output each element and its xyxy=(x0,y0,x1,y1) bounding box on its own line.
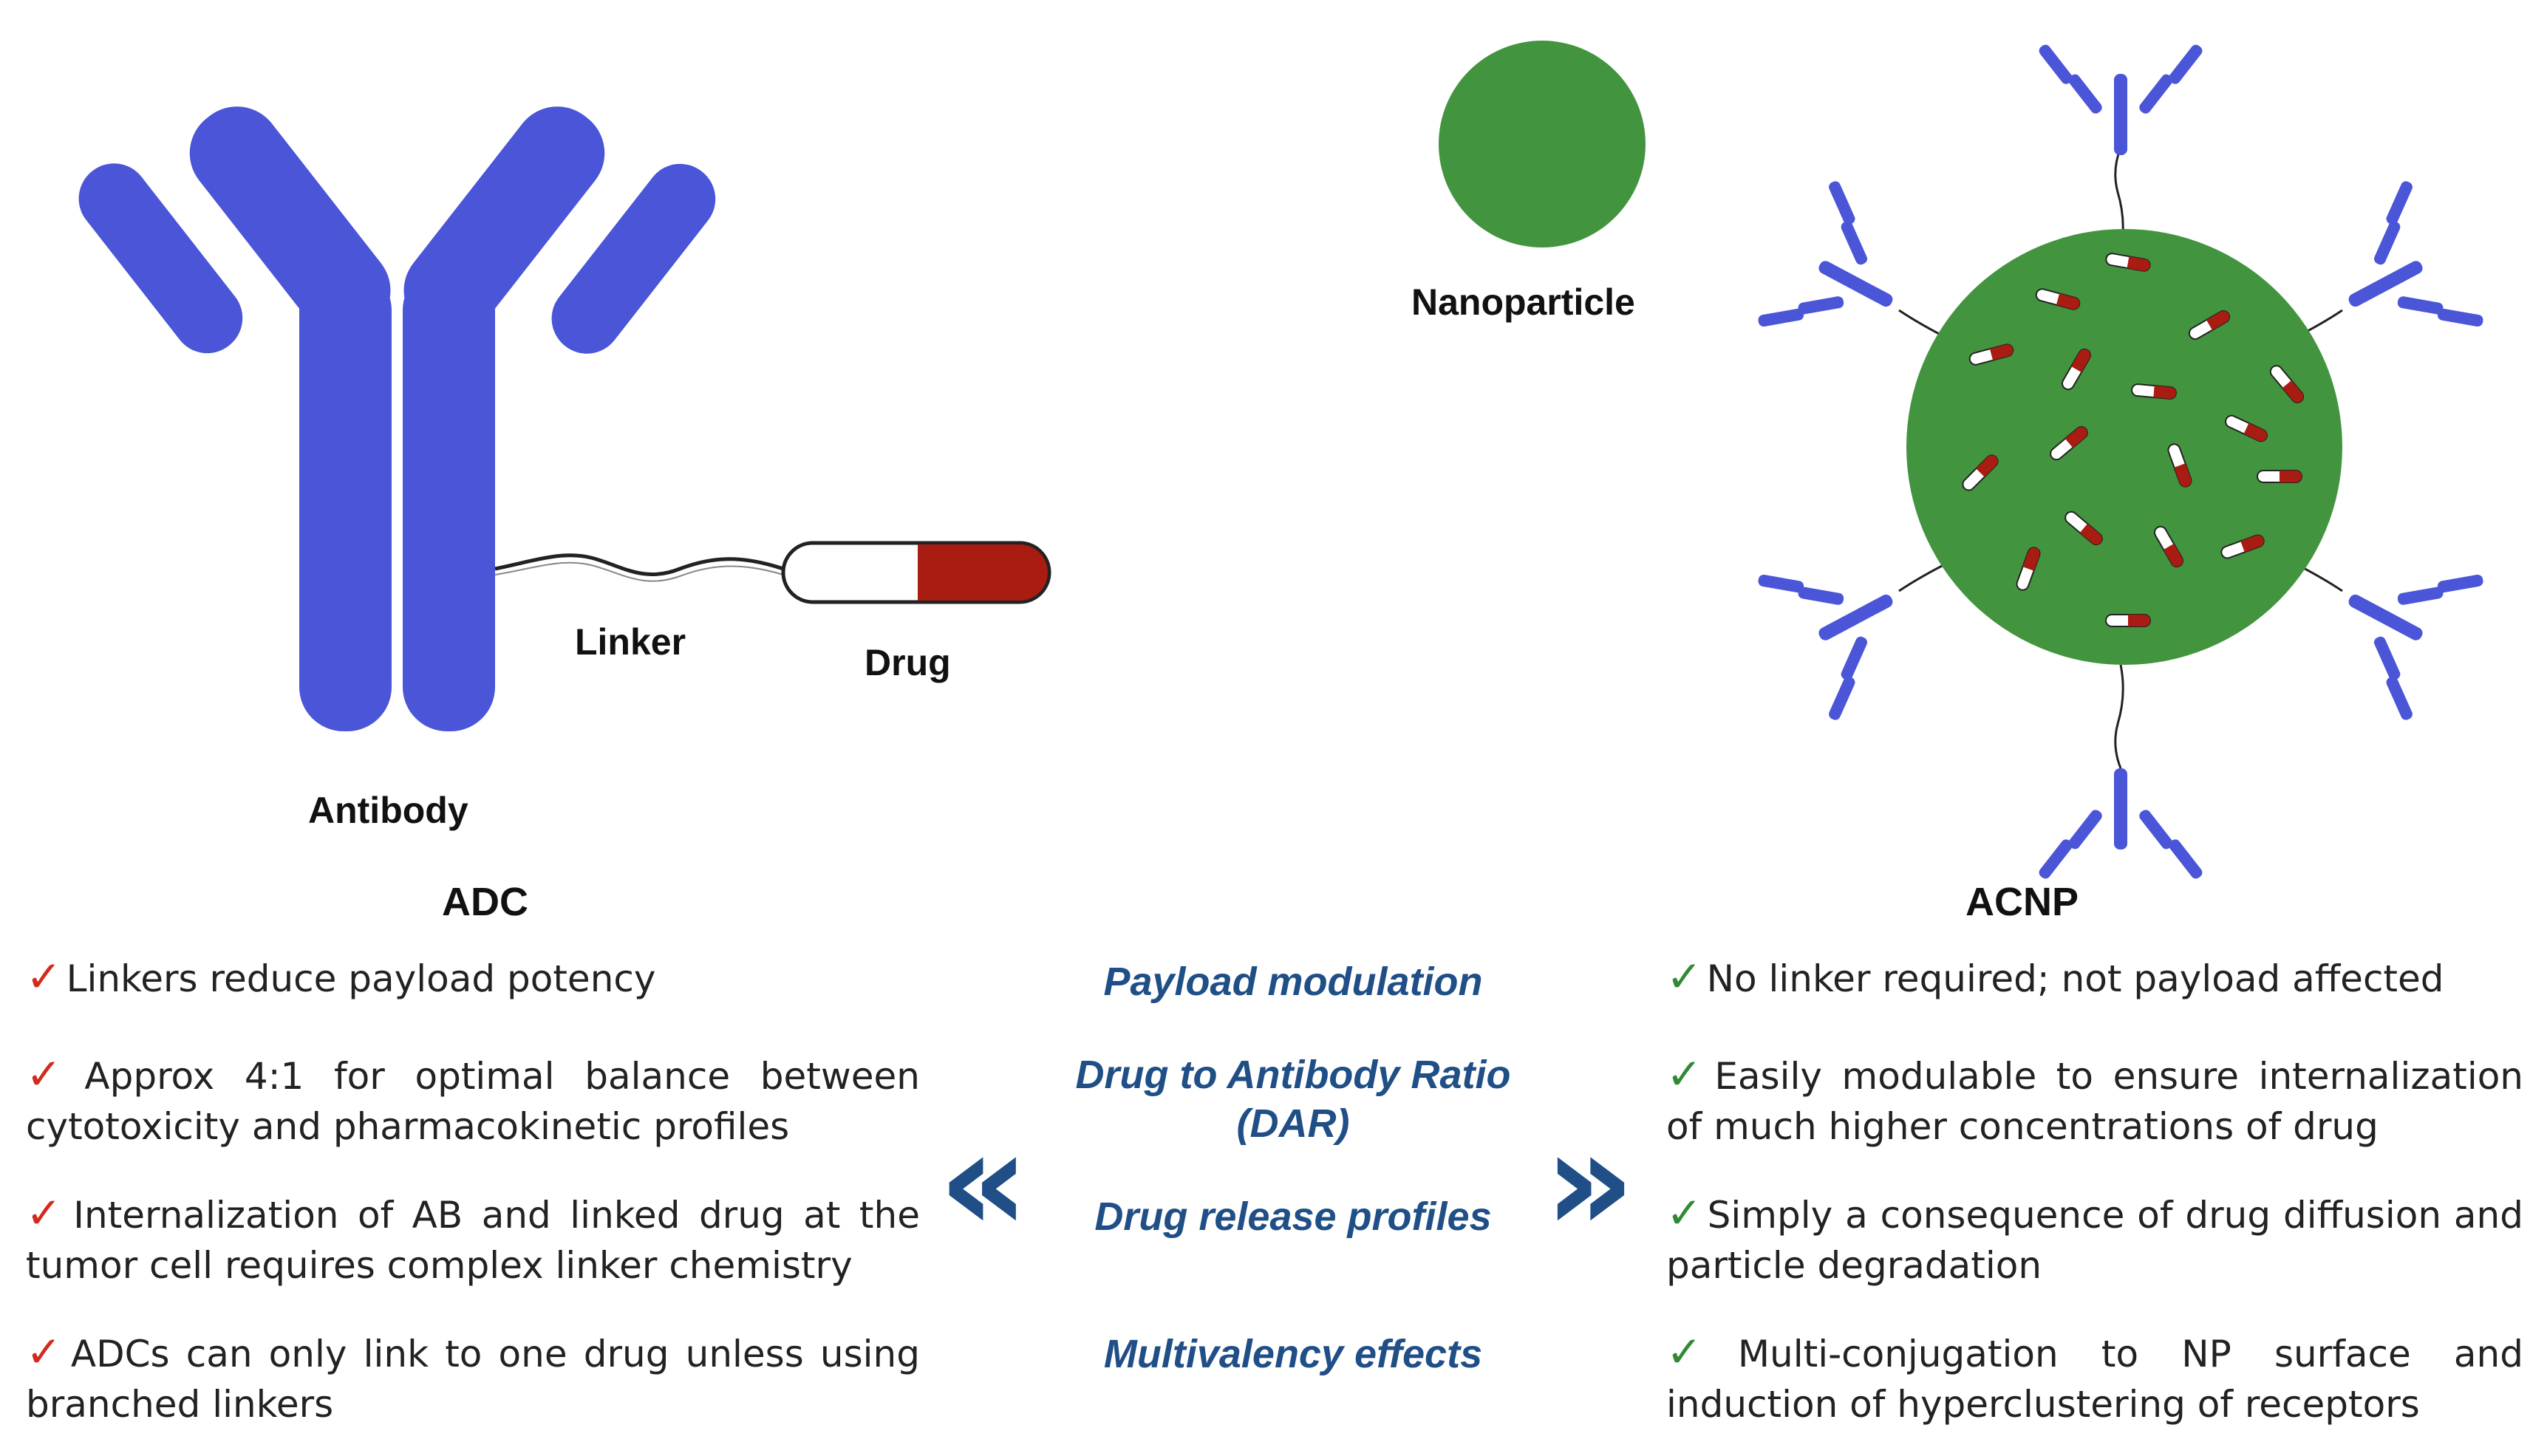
right-double-chevron-icon: » xyxy=(1544,1100,1635,1263)
nanoparticle-circle xyxy=(1439,41,1646,247)
acnp-shape xyxy=(1753,42,2489,881)
linker-line xyxy=(494,553,784,576)
comparison-payload-modulation: Payload modulation xyxy=(1103,960,1483,1004)
acnp-item-2: ✓Easily modulable to ensure internalizat… xyxy=(1666,1049,2523,1148)
red-check-icon: ✓ xyxy=(26,1049,81,1099)
adc-item-3: ✓Internalization of AB and linked drug a… xyxy=(26,1188,920,1287)
drug-capsule xyxy=(781,541,1051,604)
adc-title: ADC xyxy=(442,880,528,924)
acnp-title: ACNP xyxy=(1965,880,2079,924)
acnp-item-3: ✓Simply a consequence of drug diffusion … xyxy=(1666,1188,2523,1287)
antibody-label: Antibody xyxy=(308,790,468,831)
left-double-chevron-icon: « xyxy=(938,1100,1029,1263)
red-check-icon: ✓ xyxy=(26,951,62,1002)
comparison-multivalency: Multivalency effects xyxy=(1103,1332,1483,1376)
adc-item-1: ✓Linkers reduce payload potency xyxy=(26,951,656,1002)
green-check-icon: ✓ xyxy=(1666,1188,1703,1238)
drug-label: Drug xyxy=(865,642,951,683)
acnp-item-4: ✓Multi-conjugation to NP surface and ind… xyxy=(1666,1327,2523,1426)
comparison-dar: Drug to Antibody Ratio (DAR) xyxy=(1075,1053,1511,1146)
red-check-icon: ✓ xyxy=(26,1188,69,1238)
green-check-icon: ✓ xyxy=(1666,951,1702,1002)
antibody-shape xyxy=(78,106,716,731)
green-check-icon: ✓ xyxy=(1666,1049,1711,1099)
linker-label: Linker xyxy=(575,621,686,663)
comparison-drug-release: Drug release profiles xyxy=(1094,1194,1492,1239)
green-check-icon: ✓ xyxy=(1666,1327,1733,1377)
red-check-icon: ✓ xyxy=(26,1327,67,1377)
adc-item-4: ✓ADCs can only link to one drug unless u… xyxy=(26,1327,920,1426)
nanoparticle-label: Nanoparticle xyxy=(1411,281,1635,323)
adc-item-2: ✓Approx 4:1 for optimal balance between … xyxy=(26,1049,920,1148)
acnp-item-1: ✓No linker required; not payload affecte… xyxy=(1666,951,2444,1002)
